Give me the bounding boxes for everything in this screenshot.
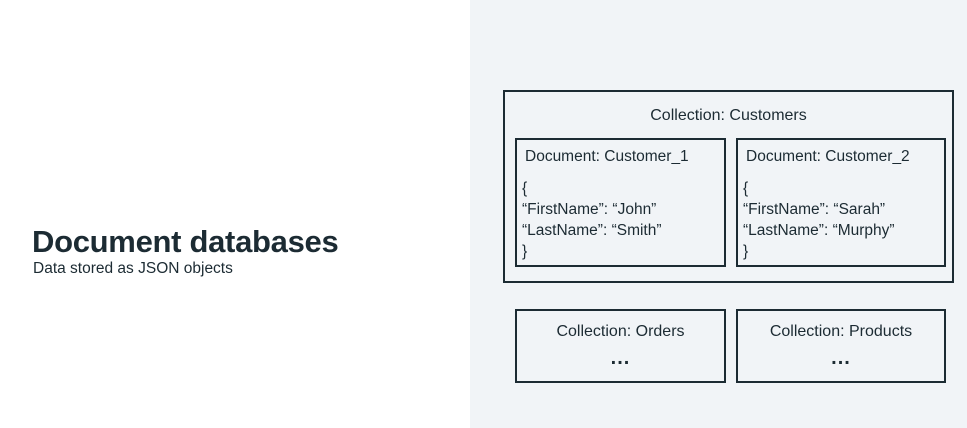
orders-ellipsis: ... [610,347,631,369]
products-ellipsis: ... [831,347,851,369]
customer-1-last-name: “LastName”: “Smith” [522,222,662,239]
customer-2-document-label: Document: Customer_2 [746,148,910,165]
customer-2-first-name: “FirstName”: “Sarah” [743,201,886,218]
customer-2-document-box: Document: Customer_2 { “FirstName”: “Sar… [736,138,946,267]
products-collection-box: Collection: Products ... [736,309,946,383]
customer-1-open-brace: { [522,180,528,197]
slide-title: Document databases [32,224,339,259]
customers-collection-label: Collection: Customers [650,107,807,124]
slide-subtitle: Data stored as JSON objects [33,260,233,277]
customer-1-close-brace: } [522,243,528,260]
customer-1-document-label: Document: Customer_1 [525,148,689,165]
customer-2-document-body: { “FirstName”: “Sarah” “LastName”: “Murp… [743,178,895,262]
diagram-panel [470,0,967,428]
customers-collection-box: Collection: Customers [503,90,954,283]
customer-1-document-box: Document: Customer_1 { “FirstName”: “Joh… [515,138,726,267]
orders-collection-label: Collection: Orders [556,323,685,340]
customer-2-open-brace: { [743,180,749,197]
orders-collection-box: Collection: Orders ... [515,309,726,383]
products-collection-label: Collection: Products [769,323,913,340]
slide-left-panel [0,0,470,428]
customer-2-last-name: “LastName”: “Murphy” [743,222,895,239]
customer-1-document-body: { “FirstName”: “John” “LastName”: “Smith… [522,178,662,262]
customer-2-close-brace: } [743,243,749,260]
customer-1-first-name: “FirstName”: “John” [522,201,657,218]
